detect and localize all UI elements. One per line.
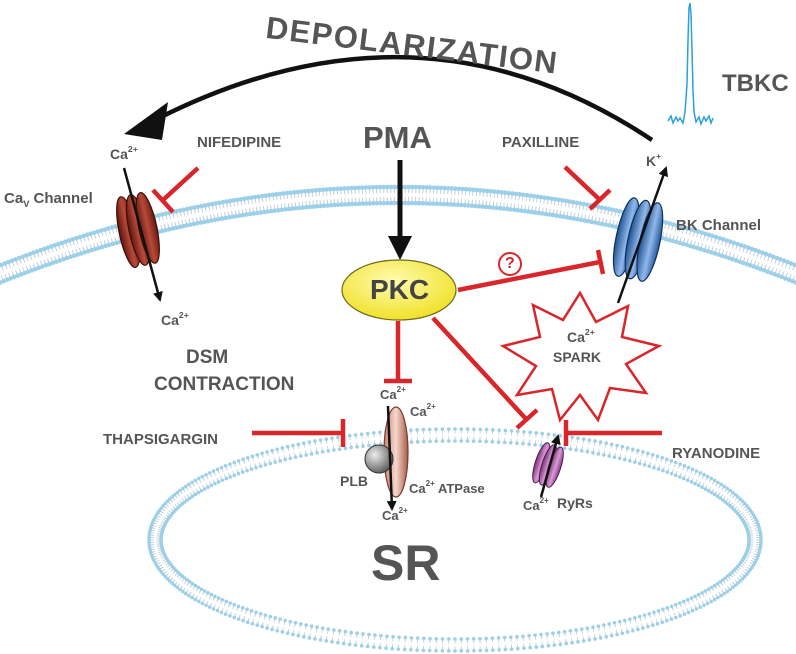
dsm-label: DSM <box>186 347 229 368</box>
inhibition-lines <box>151 165 662 447</box>
nifedipine-inhibition <box>151 166 200 214</box>
pkc-label: PKC <box>370 274 430 305</box>
pma-to-pkc-arrowhead <box>388 236 412 260</box>
thapsigargin-inhibition <box>252 419 346 447</box>
calcium-extracellular-label: Ca2+ <box>110 144 138 162</box>
nifedipine-label: NIFEDIPINE <box>197 134 282 151</box>
calcium-intracellular-label: Ca2+ <box>161 310 189 328</box>
tbkc-label: TBKC <box>722 70 789 97</box>
phospholamban-sphere <box>364 444 394 474</box>
serca-calcium-flux-arrow <box>386 405 397 511</box>
thapsigargin-label: THAPSIGARGIN <box>103 431 219 448</box>
calcium-spark-star <box>499 290 663 423</box>
serca-calcium-right-label: Ca2+ <box>410 402 436 419</box>
ryr-calcium-flux-arrow <box>539 434 561 498</box>
pkc-node <box>341 259 457 321</box>
serca-calcium-bottom-label: Ca2+ <box>382 506 408 523</box>
ryanodine-label: RYANODINE <box>672 445 761 462</box>
depolarization-arrowhead <box>124 102 168 140</box>
pkc-bk-inhibition <box>457 249 606 293</box>
cav-channel <box>116 192 160 268</box>
ryanodine-inhibition <box>563 420 662 446</box>
ryr-calcium-label: Ca2+ <box>523 496 549 513</box>
paxilline-label: PAXILLINE <box>502 134 580 151</box>
sr-label: SR <box>371 535 441 591</box>
paxilline-inhibition <box>563 165 612 211</box>
atpase-label: Ca2+ ATPase <box>409 479 485 496</box>
bk-channel-label: BK Channel <box>676 217 762 234</box>
question-mark: ? <box>505 255 515 272</box>
depolarization-arrow <box>153 54 654 142</box>
pkc-ryr-inhibition <box>431 316 539 430</box>
sr-membrane <box>147 427 763 653</box>
question-circle <box>498 252 522 276</box>
pma-label: PMA <box>363 120 432 155</box>
spark-calcium-label: Ca2+ <box>567 327 595 345</box>
cav-channel-label: CaV Channel <box>4 190 93 209</box>
plasma-membrane <box>0 184 796 285</box>
serca-calcium-top-label: Ca2+ <box>380 385 406 402</box>
cav-calcium-flux-arrow <box>122 167 163 302</box>
tbkc-trace <box>667 2 714 127</box>
ryrs-label: RyRs <box>557 495 593 511</box>
contraction-label: CONTRACTION <box>154 374 295 395</box>
bk-potassium-flux-arrow <box>616 166 669 304</box>
pkc-serca-inhibition <box>384 321 412 384</box>
potassium-label: K+ <box>646 151 662 169</box>
ryr-channel <box>532 442 564 488</box>
plb-label: PLB <box>340 473 368 489</box>
spark-label: SPARK <box>553 349 601 365</box>
